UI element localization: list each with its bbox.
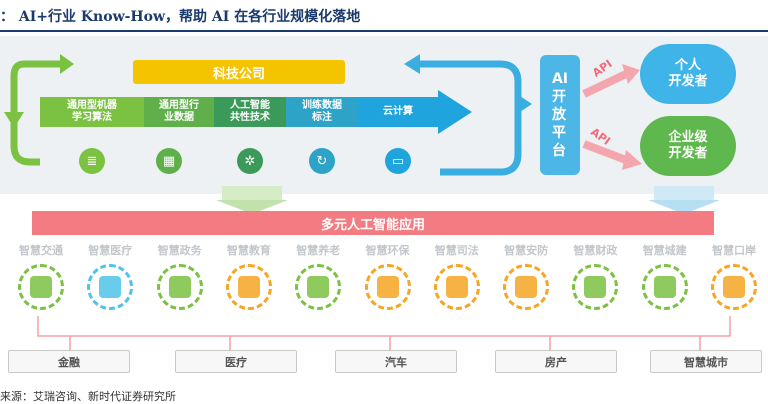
blue-return-arrow (440, 60, 522, 176)
sector-box: 汽车 (335, 350, 457, 373)
government-icon (156, 264, 203, 310)
app-item: 智慧养老 (285, 242, 351, 310)
app-item: 智慧口岸 (701, 242, 767, 310)
segment-data-labeling: 训练数据标注 (286, 97, 358, 127)
segment-industry-data: 通用型行业数据 (144, 97, 214, 127)
app-label: 智慧安防 (504, 244, 549, 257)
app-item: 智慧财政 (562, 242, 628, 310)
cloud-monitor-icon: ▭ (385, 148, 411, 174)
green-loop-arrow (10, 60, 60, 166)
app-item: 智慧交通 (8, 242, 74, 310)
app-item: 智慧司法 (424, 242, 490, 310)
down-arrow-right-body (654, 186, 714, 200)
down-arrow-left-body (222, 186, 282, 200)
green-loop-arrowhead (4, 112, 24, 128)
segment-cloud-computing: 云计算 (358, 97, 438, 127)
blue-feedback-arrowhead (404, 54, 420, 74)
database-icon: ≣ (79, 148, 105, 174)
calculator-icon: ▦ (156, 148, 182, 174)
sector-box: 智慧城市 (650, 350, 762, 373)
finance-icon (572, 264, 619, 310)
api-arrow-down (582, 140, 628, 164)
sector-box: 金融 (8, 350, 130, 373)
sector-connector (37, 316, 731, 350)
flow-arrows (4, 54, 720, 214)
security-icon (503, 264, 550, 310)
gear-network-icon: ✲ (237, 148, 263, 174)
city-build-icon (641, 264, 688, 310)
tech-company-banner: 科技公司 (133, 60, 345, 84)
app-label: 智慧城建 (642, 244, 687, 257)
sector-box: 医疗 (175, 350, 297, 373)
app-item: 智慧政务 (147, 242, 213, 310)
network-icon (18, 264, 64, 310)
cycle-icon: ↻ (309, 148, 335, 174)
main-flow-arrowhead (438, 90, 472, 134)
api-arrow-down-head (622, 150, 642, 170)
segment-ml-algorithms: 通用型机器学习算法 (40, 97, 144, 127)
individual-developer: 个人开发者 (640, 44, 736, 104)
medical-icon (87, 264, 134, 310)
down-arrow-left-head (216, 200, 288, 214)
app-item: 智慧城建 (632, 242, 698, 310)
app-item: 智慧安防 (493, 242, 559, 310)
platform-in-arrow (520, 96, 532, 112)
app-label: 智慧医疗 (88, 244, 133, 257)
education-icon (225, 264, 272, 310)
port-icon (711, 264, 757, 310)
diverse-ai-applications-bar: 多元人工智能应用 (32, 211, 714, 235)
sector-box: 房产 (495, 350, 617, 373)
app-label: 智慧环保 (365, 244, 410, 257)
api-arrow-up (582, 70, 628, 98)
app-label: 智慧司法 (434, 244, 479, 257)
green-loop-start-arrowhead (60, 54, 74, 74)
elderly-care-icon (295, 264, 342, 310)
app-label: 智慧政务 (157, 244, 202, 257)
source-note: 来源：艾瑞咨询、新时代证券研究所 (0, 390, 176, 403)
enterprise-developer: 企业级开发者 (640, 116, 736, 176)
figure-title: ： AI+行业 Know-How，帮助 AI 在各行业规模化落地 (0, 9, 361, 25)
environment-icon (364, 264, 411, 310)
api-arrow-up-head (622, 64, 640, 84)
app-label: 智慧财政 (573, 244, 618, 257)
app-label: 智慧交通 (19, 244, 63, 257)
down-arrow-right-head (648, 200, 720, 214)
justice-icon (433, 264, 480, 310)
app-label: 智慧教育 (226, 244, 271, 257)
app-item: 智慧教育 (216, 242, 282, 310)
segment-ai-common-tech: 人工智能共性技术 (214, 97, 286, 127)
app-label: 智慧口岸 (712, 244, 756, 257)
title-rule (0, 30, 768, 32)
app-item: 智慧医疗 (77, 242, 143, 310)
app-label: 智慧养老 (296, 244, 341, 257)
app-item: 智慧环保 (355, 242, 421, 310)
